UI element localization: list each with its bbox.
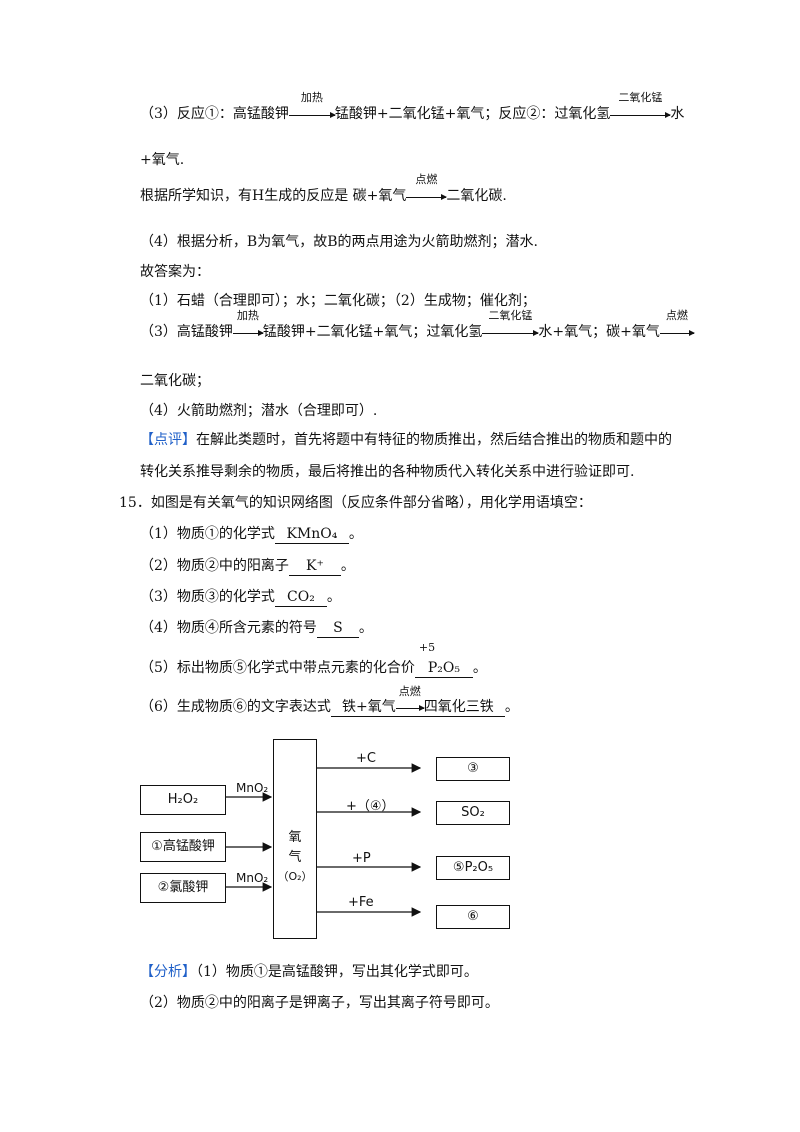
text: 铁+氧气 [342, 699, 396, 715]
text: 。 [472, 660, 487, 676]
analysis-tag: 【分析】 [140, 964, 196, 980]
reaction-arrow: 加热 [232, 310, 264, 342]
left-box-h2o2: H₂O₂ [140, 785, 226, 815]
answer-line-3-cont: +氧气. [140, 152, 185, 168]
text: （2）物质②中的阳离子 [140, 558, 289, 574]
center-label: （O₂） [277, 870, 313, 883]
text: 。 [348, 526, 363, 542]
reaction-arrow: 点燃 [395, 686, 425, 716]
text: 。 [358, 620, 373, 636]
text: 在解此类题时，首先将题中有特征的物质推出，然后结合推出的物质和题中的 [196, 432, 672, 448]
text: 水 [670, 106, 685, 122]
left-box-kclo3: ②氯酸钾 [140, 873, 226, 903]
left-box-kmno4: ①高锰酸钾 [140, 832, 226, 862]
condition-label: 加热 [300, 91, 323, 104]
product-box: ⑤P₂O₅ [436, 856, 510, 880]
h-reaction-line: 根据所学知识，有H生成的反应是 碳+氧气点燃二氧化碳. [140, 174, 507, 206]
center-label: 气 [288, 850, 302, 865]
question-15-stem: 15．如图是有关氧气的知识网络图（反应条件部分省略），用化学用语填空： [119, 495, 592, 511]
answer-line-4: （4）根据分析，B为氧气，故B的两点用途为火箭助燃剂；潜水. [140, 234, 538, 250]
text: （1）物质①的化学式 [140, 526, 275, 542]
reaction-arrow: 二氧化锰 [482, 310, 540, 342]
answer-blank: S [316, 619, 359, 638]
answer-blank: CO₂ [274, 588, 327, 607]
condition-label: 二氧化锰 [618, 91, 663, 104]
answer-blank: 铁+氧气点燃四氧化三铁 [330, 686, 505, 717]
text: （3）高锰酸钾 [140, 324, 233, 340]
product-box: ③ [436, 757, 510, 781]
answer-line-3: （3）反应①：高锰酸钾加热锰酸钾+二氧化锰+氧气；反应②：过氧化氢二氧化锰水 [140, 92, 685, 124]
text: 二氧化碳. [446, 188, 507, 204]
catalyst-label: MnO₂ [236, 781, 269, 795]
formula: P₂O₅ [427, 660, 460, 676]
condition-label: 加热 [236, 309, 259, 322]
text: （3）物质③的化学式 [140, 589, 275, 605]
reagent-label: +（④） [346, 799, 395, 814]
text: 水+氧气；碳+氧气 [538, 324, 660, 340]
condition-label: 点燃 [665, 309, 688, 322]
oxygen-network-diagram: H₂O₂ ①高锰酸钾 ②氯酸钾 MnO₂ MnO₂ 氧 气 （O₂） +C +（… [130, 735, 530, 945]
answer-heading: 故答案为： [140, 264, 210, 280]
reaction-arrow: 点燃 [659, 310, 695, 342]
text: 。 [504, 699, 519, 715]
answer-blank: K⁺ [288, 557, 341, 576]
comment-line-1: 【点评】在解此类题时，首先将题中有特征的物质推出，然后结合推出的物质和题中的 [140, 430, 672, 450]
reaction-arrow: 加热 [288, 92, 336, 124]
part-6: （6）生成物质⑥的文字表达式铁+氧气点燃四氧化三铁。 [140, 686, 519, 717]
text: 四氧化三铁 [423, 699, 494, 715]
final-answer-3: （3）高锰酸钾加热锰酸钾+二氧化锰+氧气；过氧化氢二氧化锰水+氧气；碳+氧气点燃 [140, 310, 695, 342]
answer-blank: KMnO₄ [274, 525, 349, 544]
diagram-lines [226, 763, 422, 917]
analysis-line-2: （2）物质②中的阳离子是钾离子，写出其离子符号即可。 [140, 995, 499, 1011]
text: 。 [340, 558, 355, 574]
text: （5）标出物质⑤化学式中带点元素的化合价 [140, 660, 415, 676]
text: 锰酸钾+二氧化锰+氧气；反应②：过氧化氢 [334, 106, 611, 122]
oxygen-center-box: 氧 气 （O₂） [273, 739, 317, 939]
analysis-line-1: 【分析】（1）物质①是高锰酸钾，写出其化学式即可。 [140, 962, 478, 982]
final-answer-1: （1）石蜡（合理即可）；水；二氧化碳；（2）生成物；催化剂； [140, 293, 536, 309]
condition-label: 点燃 [415, 173, 438, 186]
comment-line-2: 转化关系推导剩余的物质，最后将推出的各种物质代入转化关系中进行验证即可. [140, 464, 635, 480]
text: （4）物质④所含元素的符号 [140, 620, 317, 636]
condition-label: 二氧化锰 [488, 309, 533, 322]
reagent-label: +P [352, 851, 371, 866]
final-answer-4: （4）火箭助燃剂；潜水（合理即可）. [140, 403, 378, 419]
reagent-label: +C [356, 751, 376, 766]
text: （6）生成物质⑥的文字表达式 [140, 699, 331, 715]
text: 根据所学知识，有H生成的反应是 碳+氧气 [140, 188, 407, 204]
text: 锰酸钾+二氧化锰+氧气；过氧化氢 [262, 324, 483, 340]
text: （1）物质①是高锰酸钾，写出其化学式即可。 [196, 964, 478, 980]
final-answer-3-cont: 二氧化碳； [140, 373, 210, 389]
text: （3）反应①：高锰酸钾 [140, 106, 289, 122]
product-box: ⑥ [436, 905, 510, 929]
reagent-label: +Fe [348, 895, 374, 910]
condition-label: 点燃 [398, 685, 421, 698]
text: 。 [326, 589, 341, 605]
catalyst-label: MnO₂ [236, 871, 269, 885]
product-box: SO₂ [436, 801, 510, 825]
reaction-arrow: 点燃 [406, 174, 448, 206]
center-label: 氧 [288, 830, 302, 845]
comment-tag: 【点评】 [140, 432, 196, 448]
reaction-arrow: 二氧化锰 [610, 92, 672, 124]
valence-label: +5 [418, 641, 436, 654]
